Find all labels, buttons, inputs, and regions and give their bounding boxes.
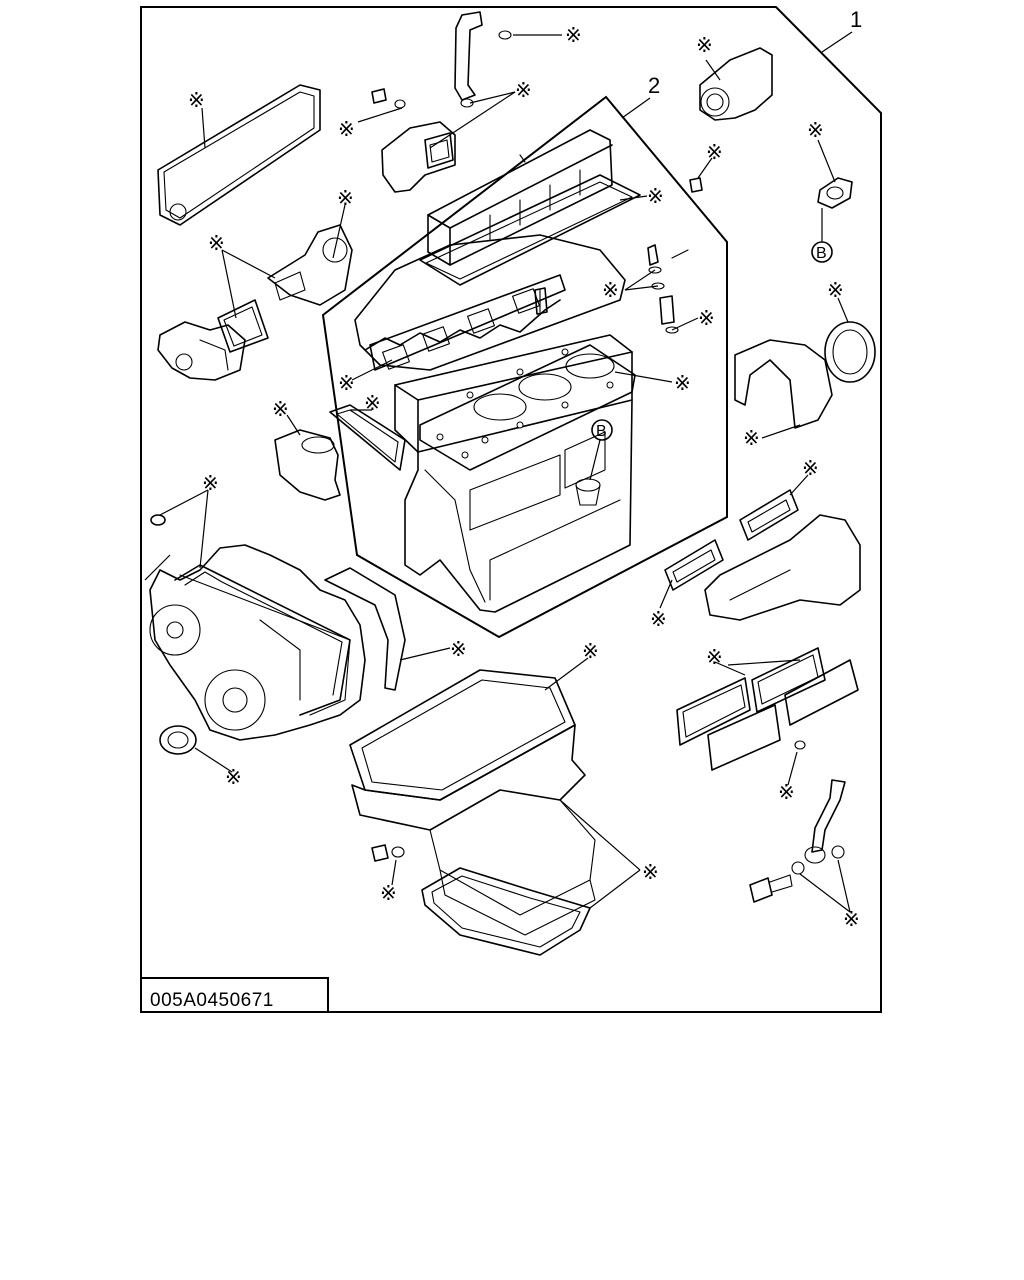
water-pump bbox=[157, 321, 246, 381]
kit-marker: ※ bbox=[582, 639, 599, 663]
kit-marker: ※ bbox=[272, 397, 289, 421]
thermostat-housing bbox=[267, 224, 353, 306]
kit-marker: ※ bbox=[807, 118, 824, 142]
reference-marker-center: B bbox=[575, 419, 613, 506]
kit-marker: ※ bbox=[202, 471, 219, 495]
cylinder-head bbox=[354, 234, 626, 371]
rocker-cover-gasket bbox=[419, 174, 641, 286]
drawing-number: 005A0450671 bbox=[150, 990, 274, 1011]
kit-marker: ※ bbox=[338, 117, 355, 141]
drain-plug bbox=[371, 844, 405, 862]
kit-marker: ※ bbox=[698, 306, 715, 330]
kit-marker: ※ bbox=[778, 780, 795, 804]
oil-pipe bbox=[749, 779, 846, 903]
kit-marker: ※ bbox=[380, 881, 397, 905]
head-gasket bbox=[419, 344, 636, 471]
kit-marker: ※ bbox=[338, 371, 355, 395]
head-bolt bbox=[534, 287, 548, 315]
kit-marker: ※ bbox=[642, 860, 659, 884]
starter-motor bbox=[699, 47, 773, 121]
kit-marker: ※ bbox=[802, 456, 819, 480]
manifold-gasket bbox=[369, 274, 566, 371]
kit-marker: ※ bbox=[696, 33, 713, 57]
timing-gear-case bbox=[149, 544, 366, 741]
water-elbow bbox=[274, 429, 341, 501]
upper-kit-frame bbox=[321, 95, 728, 639]
reference-marker-right: B bbox=[811, 208, 833, 263]
flange-gasket bbox=[817, 177, 853, 209]
callout-upper-kit: 2 bbox=[648, 73, 660, 98]
breather-tube bbox=[454, 11, 512, 108]
svg-text:B: B bbox=[816, 245, 827, 262]
callout-kit: 1 bbox=[850, 7, 862, 32]
kit-marker: ※ bbox=[706, 140, 723, 164]
rear-oil-seal bbox=[824, 321, 876, 383]
kit-part-markers: ※ ※ ※ ※ ※ ※ ※ ※ ※ ※ ※ ※ ※ ※ ※ ※ ※ ※ ※ ※ … bbox=[188, 23, 860, 931]
kit-marker: ※ bbox=[364, 391, 381, 415]
side-gasket bbox=[329, 404, 406, 471]
lower-pan-gasket bbox=[421, 867, 591, 956]
front-plate-gasket bbox=[324, 567, 406, 691]
kit-marker: ※ bbox=[674, 371, 691, 395]
grommet bbox=[150, 514, 166, 526]
side-covers bbox=[676, 647, 859, 771]
kit-marker: ※ bbox=[515, 78, 532, 102]
oil-filler-cap bbox=[689, 177, 703, 193]
rear-seal-retainer bbox=[734, 339, 833, 429]
side-cover-gasket bbox=[157, 84, 321, 226]
housing-gasket bbox=[217, 299, 269, 353]
cylinder-block bbox=[394, 334, 633, 613]
kit-marker: ※ bbox=[337, 186, 354, 210]
kit-marker: ※ bbox=[743, 426, 760, 450]
oil-pan-gasket bbox=[349, 669, 576, 801]
exhaust-manifold bbox=[704, 514, 861, 621]
kit-frame bbox=[140, 6, 882, 1013]
water-outlet bbox=[371, 88, 456, 193]
front-oil-seal bbox=[159, 725, 197, 755]
drawing-number-box bbox=[140, 978, 328, 1013]
kit-marker: ※ bbox=[647, 184, 664, 208]
kit-marker: ※ bbox=[450, 637, 467, 661]
kit-marker: ※ bbox=[827, 278, 844, 302]
kit-marker: ※ bbox=[208, 231, 225, 255]
kit-marker: ※ bbox=[565, 23, 582, 47]
kit-marker: ※ bbox=[188, 88, 205, 112]
kit-marker: ※ bbox=[843, 907, 860, 931]
kit-marker: ※ bbox=[225, 765, 242, 789]
svg-text:B: B bbox=[596, 423, 607, 440]
kit-marker: ※ bbox=[650, 607, 667, 631]
kit-marker: ※ bbox=[602, 278, 619, 302]
kit-marker: ※ bbox=[706, 645, 723, 669]
injector-parts bbox=[647, 244, 689, 334]
timing-case-gasket bbox=[174, 564, 351, 716]
leader-lines bbox=[144, 34, 851, 913]
